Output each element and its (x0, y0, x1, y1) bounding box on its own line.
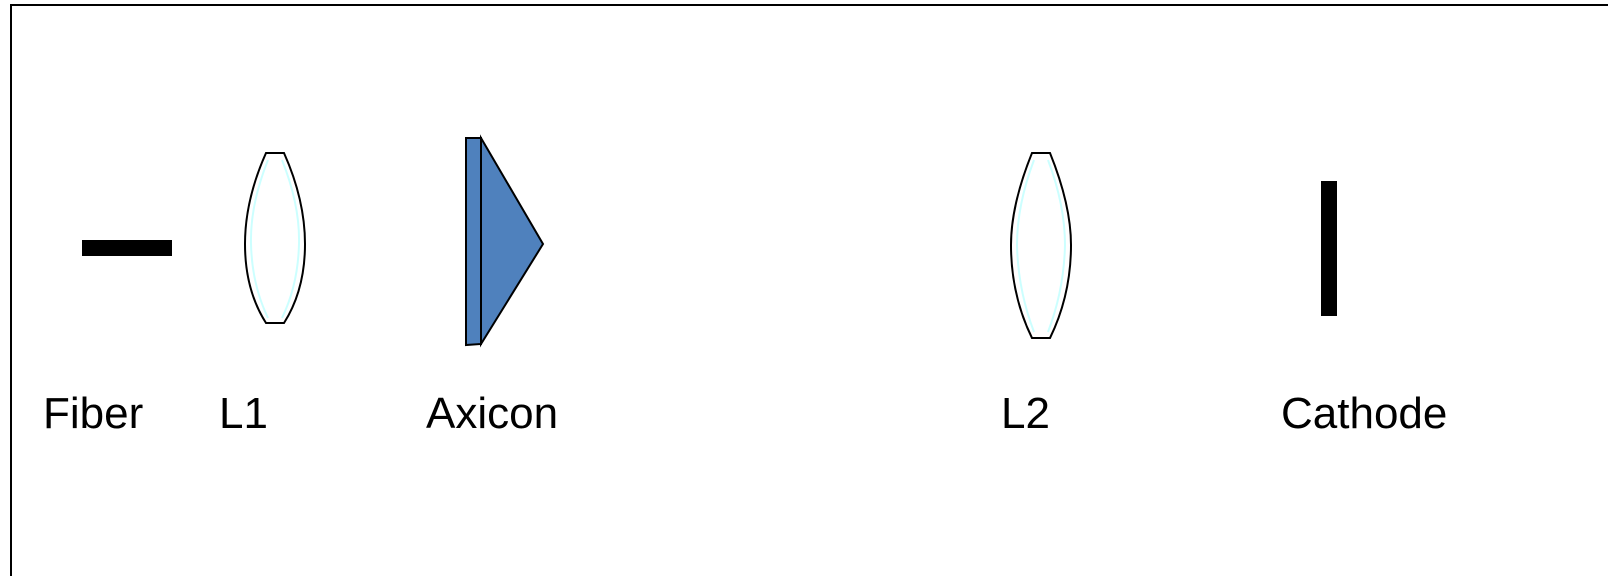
lens-l1-icon (243, 152, 307, 324)
fiber-bar-icon (82, 240, 172, 256)
axicon-label: Axicon (426, 389, 559, 438)
l1-label: L1 (219, 389, 268, 438)
cathode-bar-icon (1321, 181, 1337, 316)
fiber-label: Fiber (43, 389, 144, 438)
axicon-prism-icon (465, 134, 545, 348)
l2-label: L2 (1001, 389, 1050, 438)
cathode-label: Cathode (1281, 389, 1448, 438)
lens-l2-icon (1009, 152, 1073, 339)
diagram-border (10, 4, 1608, 576)
